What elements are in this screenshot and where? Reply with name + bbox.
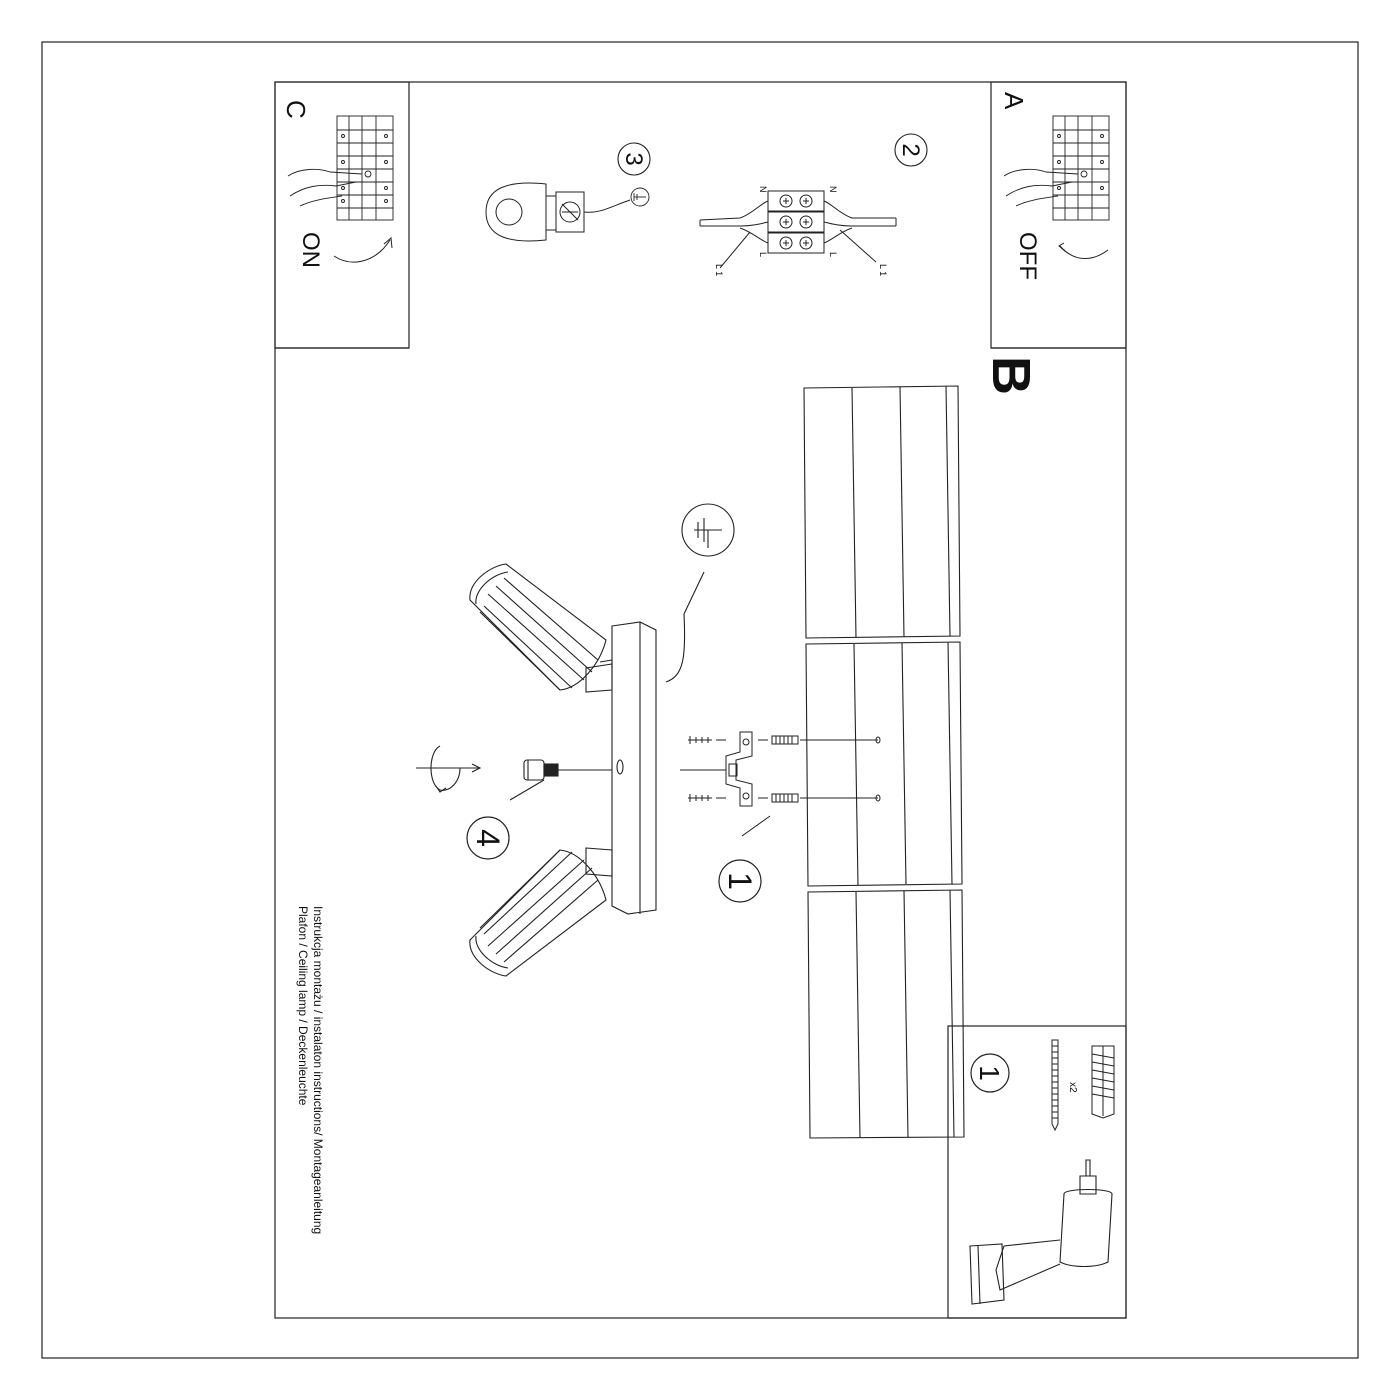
wire-label-l1-left: L 1 [714, 264, 724, 276]
step-1-number: 1 [722, 872, 758, 890]
wire-label-l1-right: L 1 [878, 264, 888, 276]
earth-symbol-icon [630, 187, 650, 207]
wire-label-n-right: N [828, 186, 838, 193]
panel-c-letter: C [281, 100, 311, 119]
curved-arrow-icon [333, 239, 391, 263]
step-2-wiring: 2 N N L L L 1 L 1 [699, 133, 928, 276]
step-4-number: 4 [470, 829, 506, 847]
fixing-knob-icon [523, 759, 545, 781]
breaker-icon [1052, 115, 1110, 221]
panel-a-state: OFF [1014, 232, 1041, 280]
hand-icon [1003, 168, 1079, 207]
wire-label-l-left: L [758, 252, 768, 257]
earth-symbol-icon [681, 503, 735, 557]
drawing-frame [274, 81, 1127, 1319]
screw-icon [1051, 1039, 1059, 1132]
step-3-number: 3 [620, 152, 647, 165]
wire-label-n-left: N [758, 186, 768, 193]
wire-label-l-right: L [828, 252, 838, 257]
parts-step-badge [970, 1053, 1010, 1093]
parts-panel: 1 x2 [947, 1025, 1127, 1319]
instruction-title: Instrukcja montażu / instalaton instruct… [311, 906, 325, 1234]
ceiling-surface [803, 385, 965, 1139]
earth-connector-icon [485, 182, 631, 242]
step-2-number: 2 [897, 143, 924, 156]
panel-b-letter: B [981, 356, 1041, 395]
step-4-badge [466, 816, 510, 860]
wall-plug-icon [1091, 1045, 1115, 1119]
panel-c: C ON [274, 81, 410, 349]
instruction-subtitle: Plafon / Ceiling lamp / Deckenleuchte [296, 906, 310, 1106]
page-border [41, 41, 1359, 1359]
parts-quantity: x2 [1067, 1082, 1078, 1093]
parts-step-number: 1 [974, 1065, 1005, 1081]
curved-arrow-icon [1059, 245, 1109, 259]
panel-a-letter: A [999, 92, 1029, 110]
breaker-icon [336, 115, 394, 221]
step-1-badge [718, 859, 762, 903]
step-2-badge [894, 133, 928, 167]
mounting-hardware [680, 731, 881, 837]
panel-a: A OFF [990, 81, 1127, 349]
drill-icon [969, 1159, 1113, 1305]
step-4-fixing [416, 745, 612, 801]
step-3-badge [617, 142, 651, 176]
wall-plug-icon [771, 793, 799, 803]
wall-plug-icon [771, 735, 799, 745]
lamp-illustration [469, 503, 735, 977]
panel-c-state: ON [297, 232, 324, 268]
hand-icon [287, 168, 363, 207]
terminal-block-icon [699, 190, 897, 269]
step-3-earth-terminal: 3 [485, 142, 651, 242]
